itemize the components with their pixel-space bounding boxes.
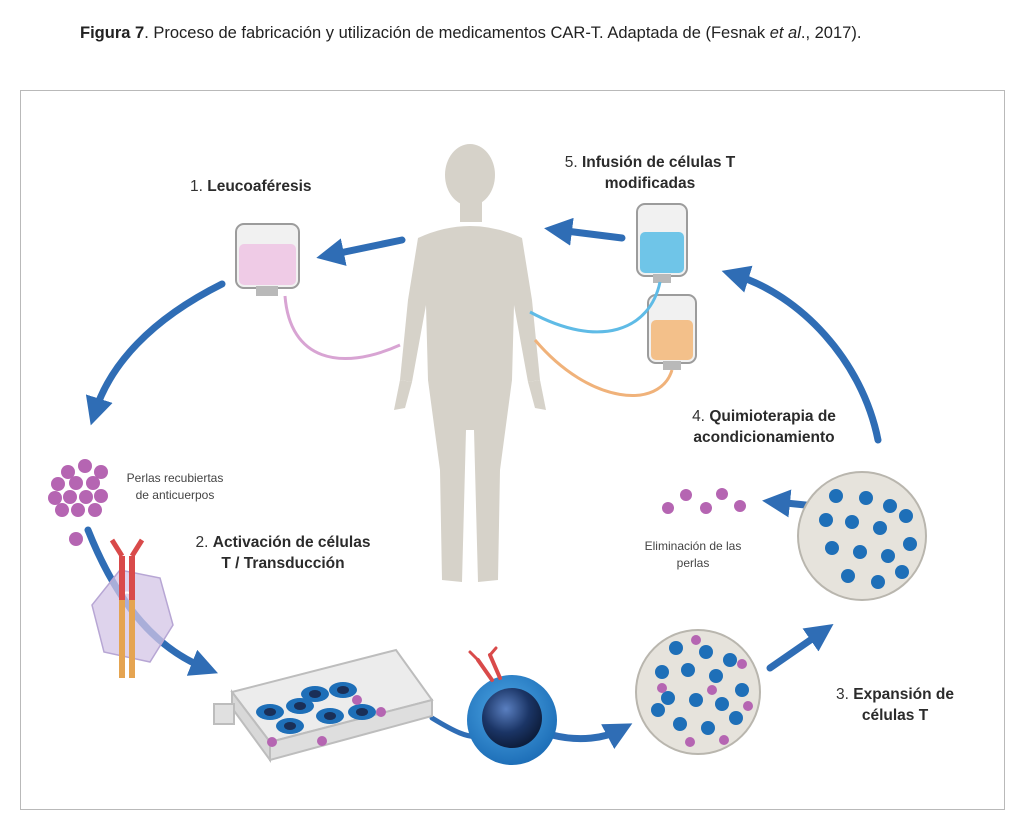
step-5-label: 5. Infusión de células T modificadas [540,152,760,194]
step-1-label: 1. Leucoaféresis [190,176,312,197]
conditioning-bag-orange-icon [647,294,697,370]
step-3-title-line2: células T [861,707,929,724]
figure-label: Figura 7 [80,24,145,42]
bead-removal-dish-icon [797,471,927,601]
arrow-bag-to-beads [85,280,226,426]
figure-caption: Figura 7. Proceso de fabricación y utili… [80,24,1010,43]
orange-tube [533,339,674,397]
caption-text-a: . Proceso de fabricación y utilización d… [144,24,770,42]
beads-note-line1: Perlas recubiertas [126,471,224,485]
arrow-body-to-bag [316,236,406,266]
infusion-bag-blue-icon [636,203,688,283]
step-5-title-line2: modificadas [604,175,696,192]
expansion-dish-icon [635,629,761,755]
removed-beads [662,488,746,514]
step-2-title-line1: Activación de células [212,534,371,551]
step-4-title-line2: acondicionamiento [693,429,835,446]
caption-italic: et al [769,24,801,42]
step-4-title-line1: Quimioterapia de [709,408,836,425]
blue-tube [529,281,662,334]
beads-note: Perlas recubiertas de anticuerpos [110,470,240,504]
arrow-cell-to-expansion [548,723,633,749]
arrow-infusion-to-body [544,217,626,246]
step-4-label: 4. Quimioterapia de acondicionamiento [664,406,864,448]
step-4-number: 4. [692,408,705,425]
step-1-title: Leucoaféresis [207,178,312,195]
car-t-cell-large-icon [467,646,557,765]
step-3-label: 3. Expansión de células T [810,684,980,726]
bead-removal-note-line2: perlas [676,556,710,570]
culture-flask-icon [213,648,434,764]
step-2-title-line2: T / Transducción [221,555,345,572]
antibody-beads-cluster [48,459,108,546]
bead-removal-note-line1: Eliminación de las [644,539,742,553]
step-5-number: 5. [564,154,578,171]
step-3-number: 3. [835,686,849,703]
arrow-chemo-to-infusion [721,265,882,444]
human-body-silhouette [394,144,546,582]
diagram-frame [20,90,1005,810]
step-3-title-line1: Expansión de [853,686,955,703]
caption-text-b: ., 2017). [800,24,862,42]
step-2-label: 2. Activación de células T / Transducció… [168,532,398,574]
beads-note-line2: de anticuerpos [135,488,215,502]
bead-removal-note: Eliminación de las perlas [628,538,758,572]
car-receptor-icon [109,538,145,678]
leukapheresis-bag-icon [235,223,300,296]
pink-tube [283,295,401,360]
step-1-number: 1. [190,178,203,195]
step-2-number: 2. [195,534,209,551]
arrow-expansion-up [766,624,834,672]
step-5-title-line1: Infusión de células T [581,154,736,171]
